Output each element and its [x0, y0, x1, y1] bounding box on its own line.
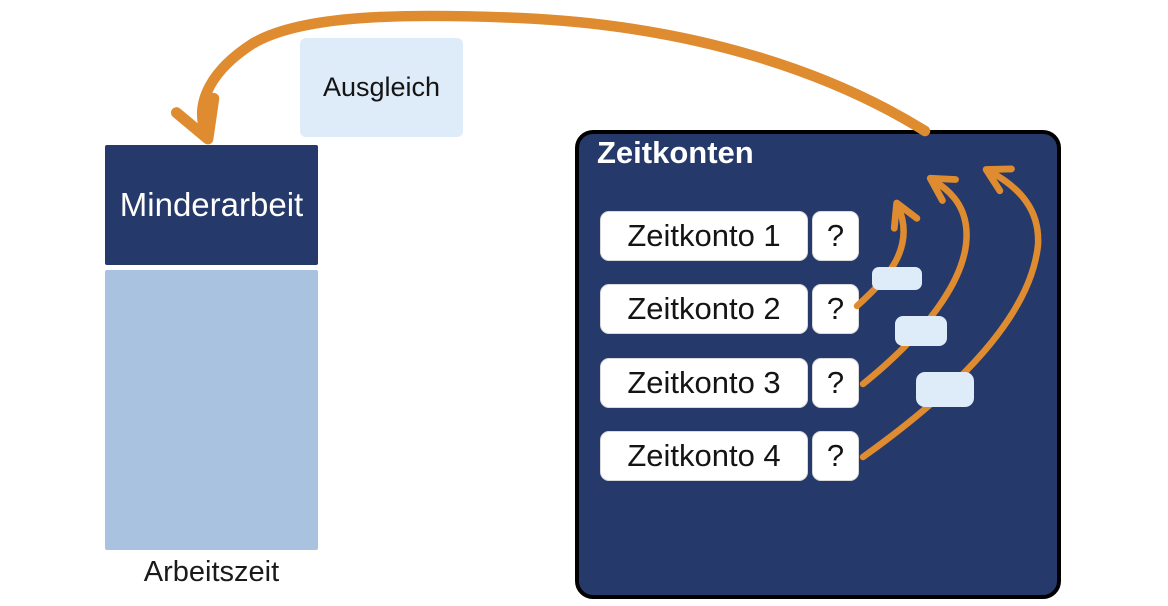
- zeitkonto-row-3-value: ?: [812, 358, 859, 408]
- zeitkonto-row-3-label: Zeitkonto 3: [600, 358, 808, 408]
- zeitkonto-row-2-label: Zeitkonto 2: [600, 284, 808, 334]
- transfer-note-box-2: [895, 316, 947, 346]
- zeitkonto-row-4-value: ?: [812, 431, 859, 481]
- zeitkonto-row-2-value: ?: [812, 284, 859, 334]
- arbeitszeit-segment: [105, 270, 318, 550]
- arbeitszeit-caption: Arbeitszeit: [143, 556, 280, 588]
- panel-title: Zeitkonten: [597, 135, 754, 170]
- zeitkonten-panel: Zeitkonten Zeitkonto 1 ? Zeitkonto 2 ? Z…: [575, 130, 1061, 599]
- transfer-note-box-1: [872, 267, 922, 290]
- zeitkonto-row-1-label: Zeitkonto 1: [600, 211, 808, 261]
- zeitkonto-row-1-value: ?: [812, 211, 859, 261]
- transfer-note-box-3: [916, 372, 974, 407]
- ausgleich-box: Ausgleich: [300, 38, 463, 137]
- minderarbeit-label: Minderarbeit: [119, 186, 304, 223]
- minderarbeit-segment: Minderarbeit: [105, 145, 318, 265]
- zeitkonto-row-4-label: Zeitkonto 4: [600, 431, 808, 481]
- ausgleich-label: Ausgleich: [322, 72, 441, 102]
